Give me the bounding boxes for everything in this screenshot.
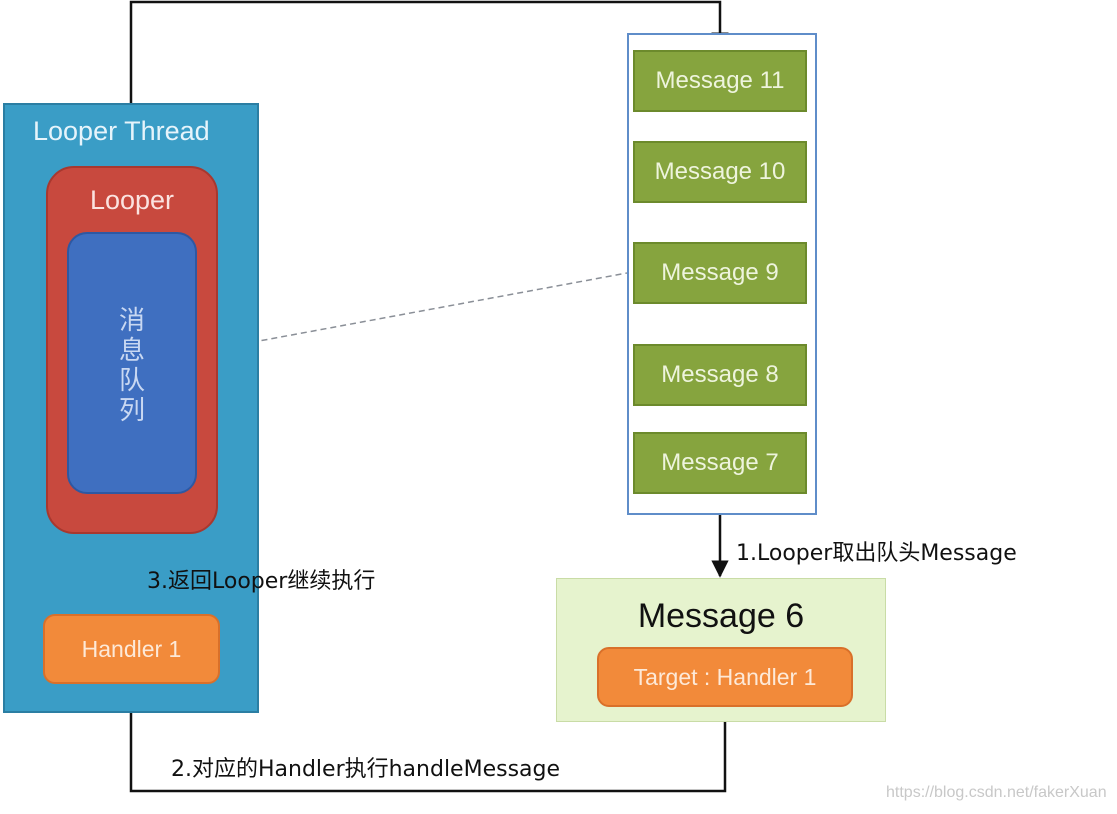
step-2-label: 2.对应的Handler执行handleMessage	[171, 757, 561, 782]
queue-message-9: Message 9	[633, 242, 807, 304]
queue-message-8: Message 8	[633, 344, 807, 406]
queue-dashed-link	[231, 272, 628, 347]
looper-title: Looper	[89, 185, 175, 215]
step-1-label: 1.Looper取出队头Message	[736, 541, 1017, 566]
message-queue-box	[67, 232, 197, 494]
dispatch-connector	[122, 685, 727, 793]
queue-message-7: Message 7	[633, 432, 807, 494]
message-6-title: Message 6	[637, 597, 805, 635]
loop-connector-top	[129, 0, 729, 168]
step-3-label: 3.返回Looper继续执行	[147, 569, 376, 594]
handler-1-box: Handler 1	[43, 614, 220, 684]
message-6-target: Target : Handler 1	[597, 647, 853, 707]
message-queue-label: 消 息 队 列	[118, 306, 145, 426]
looper-thread-title: Looper Thread	[33, 116, 210, 146]
queue-message-10: Message 10	[633, 141, 807, 203]
queue-message-11: Message 11	[633, 50, 807, 112]
watermark: https://blog.csdn.net/fakerXuan	[886, 784, 1107, 801]
